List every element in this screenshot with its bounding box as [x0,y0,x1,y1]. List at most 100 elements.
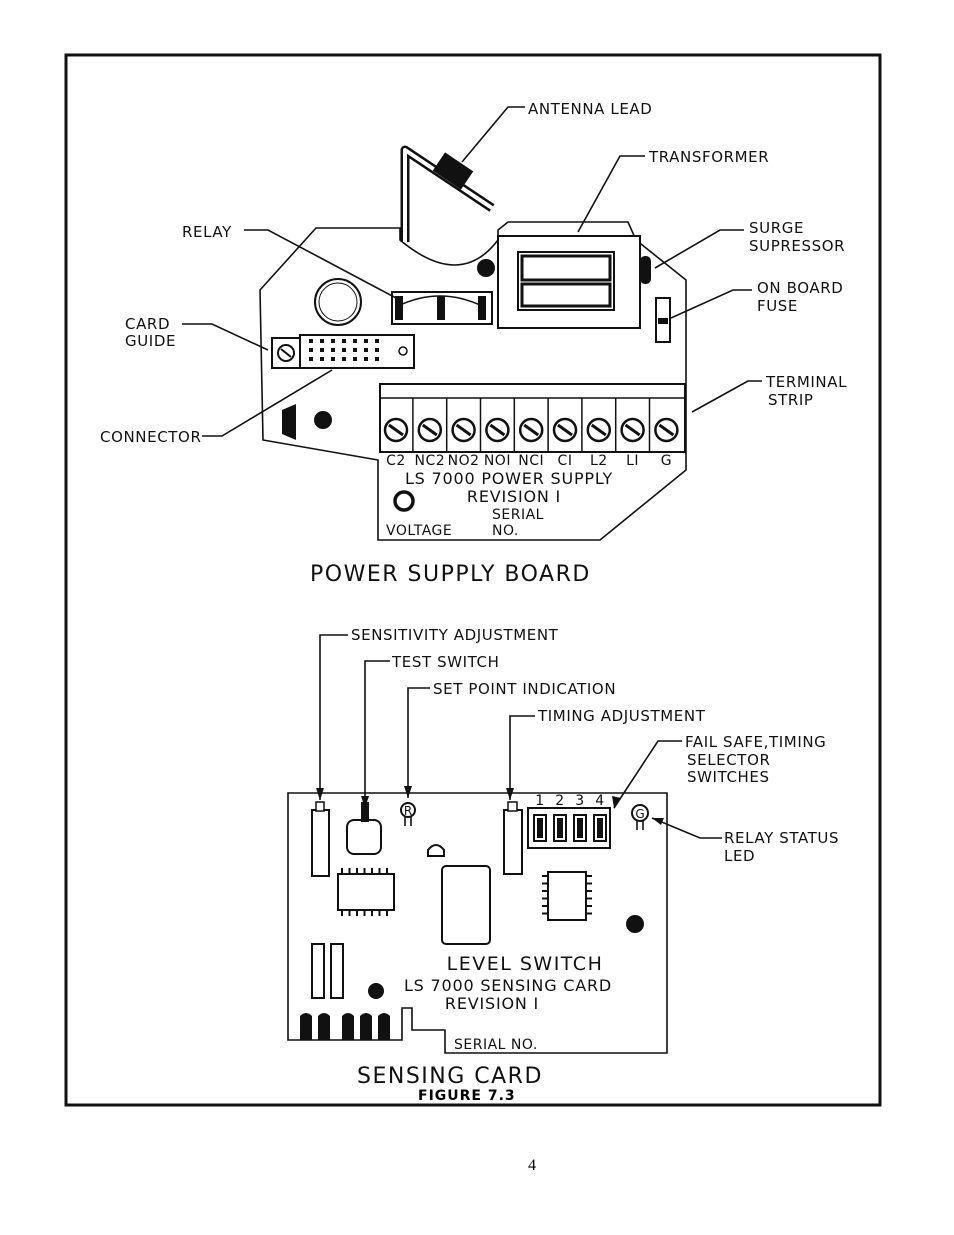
terminal-screw: NO2 [445,398,480,469]
terminal-label: LI [626,453,639,469]
card-guide-label-2: GUIDE [125,332,176,350]
connector-pin [342,339,346,343]
connector-pin [331,339,335,343]
terminal-screw: G [648,398,679,469]
fuse-label: ON BOARD [757,279,843,297]
terminal-label: L2 [590,453,608,469]
antenna-ferrite [432,152,474,190]
serial-label: SERIAL [492,507,544,523]
edge-contacts [300,1013,390,1040]
power-board-outline [259,221,687,541]
card-guide-label: CARD [125,315,170,333]
board-resistor [330,943,344,999]
connector-pin [353,357,357,361]
set-point-label: SET POINT INDICATION [433,680,616,698]
relay-led-label-2: LED [724,847,755,865]
terminal-label: NOI [484,453,511,469]
ic-chip-2 [547,871,587,921]
board-mount-hole [368,983,384,999]
timing-label: TIMING ADJUSTMENT [537,707,706,725]
connector-pin [375,339,379,343]
voltage-label: VOLTAGE [386,523,452,539]
fuse-label-2: FUSE [757,297,798,315]
dip-switch [593,814,607,842]
timing-potentiometer [503,809,523,875]
edge-finger [378,1013,390,1040]
level-switch-text: LEVEL SWITCH [447,953,604,975]
terminal-screw: NC2 [412,398,445,469]
figure-label: FIGURE 7.3 [418,1088,516,1104]
capacitor [314,278,362,326]
connector-pin [331,357,335,361]
selector-label-3: SWITCHES [687,768,770,786]
connector-pin [309,339,313,343]
terminal-label: NC2 [414,453,445,469]
connector-pin [309,348,313,352]
transformer [497,235,641,329]
connector-pin [364,348,368,352]
connector-pin [331,348,335,352]
dip-number: 3 [575,793,584,809]
set-point-led [400,802,416,818]
page-number: 4 [528,1157,536,1174]
connector-pin [320,357,324,361]
dip-switch [533,814,547,842]
terminal-label: CI [558,453,573,469]
connector-pin [375,348,379,352]
dip-number: 1 [535,793,544,809]
connector-pin [342,357,346,361]
sensitivity-potentiometer [311,809,330,877]
sensing-serial-label: SERIAL NO. [454,1037,538,1053]
led-r-letter: R [404,804,412,818]
terminal-label: C2 [386,453,406,469]
connector-pin [320,348,324,352]
power-supply-title: POWER SUPPLY BOARD [310,562,591,587]
sensing-card-title: SENSING CARD [357,1064,543,1089]
connector-pin [364,357,368,361]
connector-pin [353,348,357,352]
selector-label-2: SELECTOR [687,751,771,769]
board-model-text: LS 7000 POWER SUPPLY [405,469,613,488]
terminal-screw: CI [547,398,578,469]
sensitivity-label: SENSITIVITY ADJUSTMENT [351,626,559,644]
terminal-screw: LI [614,398,645,469]
edge-finger [318,1013,330,1040]
surge-suppressor [640,256,651,284]
relay-label: RELAY [182,223,232,241]
terminal-screw: C2 [383,417,409,469]
ic-chip [337,873,395,911]
transformer-label: TRANSFORMER [648,148,769,166]
board-resistor [311,943,325,999]
connector-pin [375,357,379,361]
board-diode [282,404,296,440]
board-mount-hole [477,259,495,277]
board-revision-text: REVISION I [467,487,561,506]
connector-pin [309,357,313,361]
relay-led-label: RELAY STATUS [724,829,839,847]
dip-number: 4 [595,793,604,809]
dip-switch [573,814,587,842]
terminal-label: G [661,453,672,469]
connector-pin [353,339,357,343]
surge-label: SURGE [749,219,804,237]
terminal-screw: NCI [513,398,544,469]
relay-status-led [631,804,649,822]
voltage-selector [393,490,415,512]
edge-finger [300,1013,312,1040]
sensing-card: R 1 2 3 4 G LEVEL SW [287,626,839,1089]
led-g-letter: G [635,807,644,821]
terminal-label: TERMINAL [765,373,847,391]
board-component [427,844,445,857]
edge-finger [360,1013,372,1040]
sensing-model-text: LS 7000 SENSING CARD [404,976,612,995]
selector-label: FAIL SAFE,TIMING [685,733,826,751]
terminal-screw: L2 [581,398,612,469]
test-switch [346,819,382,855]
board-mount-hole [314,411,332,429]
terminal-screw: NOI [479,398,511,469]
terminal-label: NO2 [448,453,480,469]
dip-switch-numbers: 1 2 3 4 [535,793,604,809]
